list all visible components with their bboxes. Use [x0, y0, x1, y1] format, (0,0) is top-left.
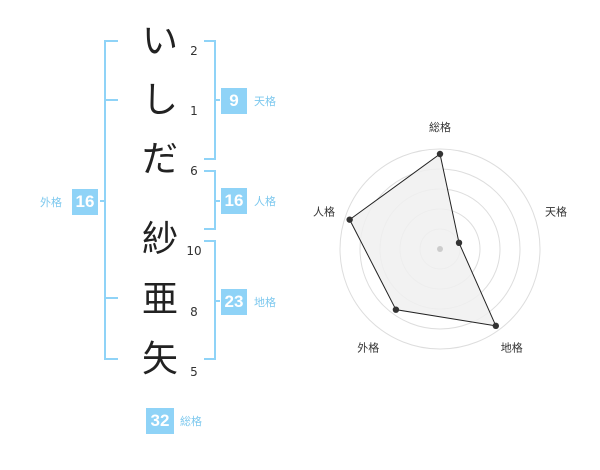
bracket-tick: [214, 300, 220, 302]
chikaku-score: 23: [221, 289, 247, 315]
stroke-count-5: 8: [190, 305, 198, 319]
stroke-count-2: 1: [190, 104, 198, 118]
bracket-tick: [100, 200, 106, 202]
tenkaku-label: 天格: [254, 95, 276, 108]
tenkaku-score: 9: [221, 88, 247, 114]
bracket-tick: [214, 99, 220, 101]
radar-grid-ring: [339, 148, 541, 350]
radar-axis-label: 人格: [313, 204, 335, 218]
name-char-3: だ: [141, 139, 178, 180]
stroke-count-3: 6: [190, 164, 198, 178]
bracket-tick: [214, 200, 220, 202]
bracket-tick: [104, 99, 118, 101]
name-char-1: い: [141, 21, 178, 62]
stroke-count-6: 5: [190, 365, 198, 379]
gaikaku-score: 16: [72, 189, 98, 215]
radar-axis-label: 地格: [501, 341, 523, 355]
name-char-2: し: [141, 80, 178, 121]
radar-center-dot: [437, 246, 443, 252]
radar-polygon: [349, 153, 497, 327]
jinkaku-label: 人格: [254, 195, 276, 208]
radar-point: [455, 239, 463, 247]
radar-point: [346, 216, 353, 223]
gaikaku-bracket: [104, 40, 118, 360]
jinkaku-score: 16: [221, 188, 247, 214]
stroke-count-1: 2: [190, 44, 198, 58]
name-char-5: 亜: [141, 279, 178, 320]
soukaku-score: 32: [146, 408, 174, 434]
radar-axis-label: 総格: [429, 120, 451, 134]
radar-axis-label: 天格: [545, 204, 567, 218]
chikaku-label: 地格: [254, 296, 276, 309]
name-char-6: 矢: [141, 339, 178, 380]
gaikaku-label: 外格: [40, 196, 62, 209]
name-char-4: 紗: [141, 219, 178, 260]
radar-point: [436, 150, 444, 158]
radar-point: [392, 306, 400, 313]
bracket-tick: [104, 297, 118, 299]
soukaku-label: 総格: [180, 415, 202, 428]
radar-point: [492, 322, 500, 330]
radar-axis-label: 外格: [357, 341, 379, 355]
stroke-count-4: 10: [186, 244, 202, 258]
